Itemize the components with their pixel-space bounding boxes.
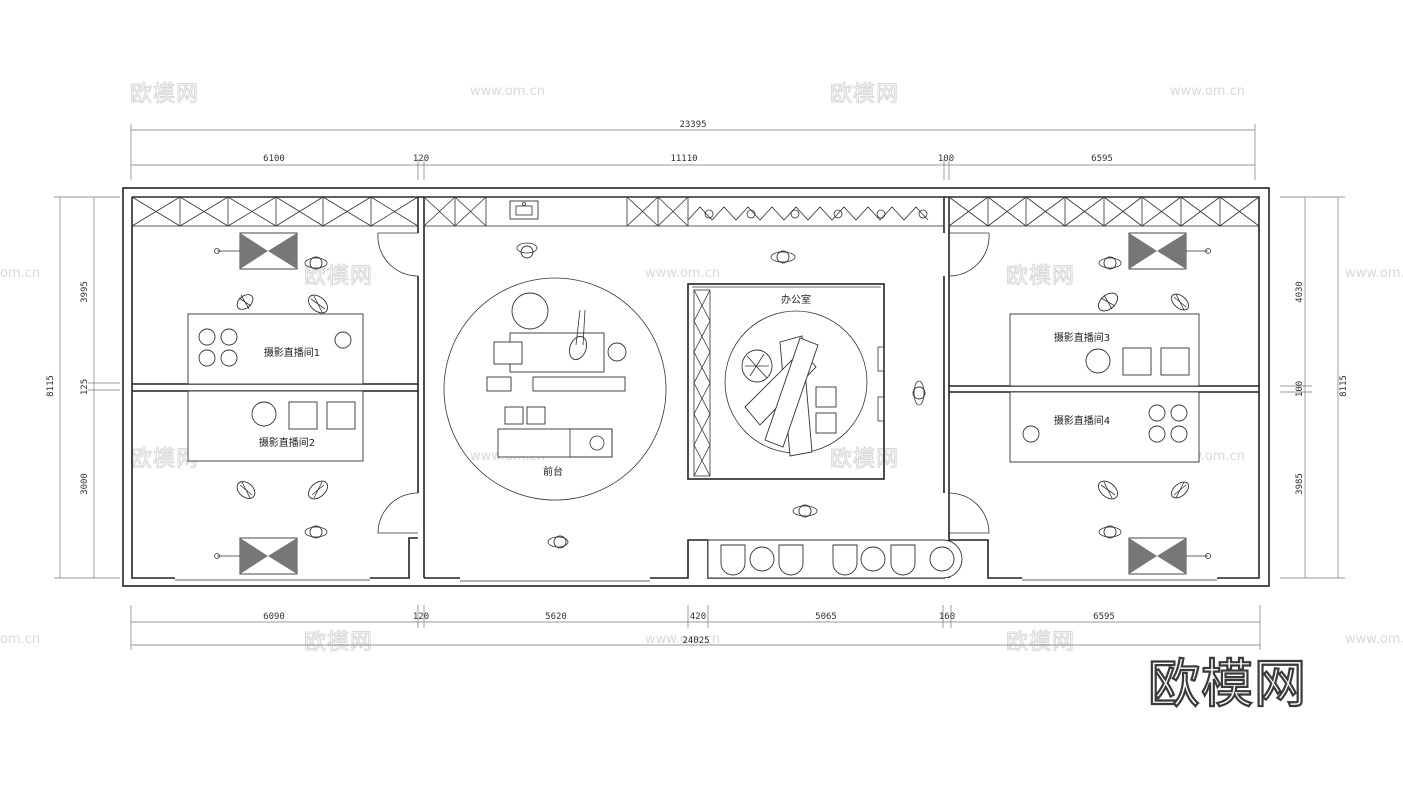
person-icon [792,504,818,518]
dim-top-seg: 120 [413,154,429,164]
watermark-logo: 欧模网 [830,82,899,107]
dim-right-seg: 4030 [1295,281,1305,303]
softbox-light-icon [214,537,298,575]
storage-cabinets [131,196,1260,227]
room-label-office: 办公室 [781,293,811,306]
dim-left-total: 8115 [46,375,56,397]
person-icon [1098,525,1122,539]
spotlight-icon [1097,480,1119,500]
watermark-url: www.om.cn [645,632,720,647]
watermark-layer: 欧模网 欧模网 欧模网 欧模网 欧模网 欧模网 欧模网 欧模网 www.om.c… [0,82,1403,656]
dimension-left: 8115 3995 125 3000 [46,196,120,579]
office-chair [741,349,773,383]
room-label-studio-4: 摄影直播间4 [1054,414,1110,427]
dim-left-seg: 3995 [80,281,90,303]
brand-watermark: 欧模网 [1147,654,1308,716]
watermark-logo: 欧模网 [1006,264,1075,289]
spotlight-icon [236,481,256,499]
room-label-studio-1: 摄影直播间1 [264,346,320,359]
spotlight-icon [1170,481,1190,499]
dim-bottom-seg: 120 [413,612,429,622]
lounge-seating [707,539,963,579]
person-icon [304,256,328,270]
spotlight-icon [307,480,329,500]
watermark-url: www.om.cn [1170,84,1245,99]
person-icon [770,250,796,264]
person-icon [568,309,588,361]
room-label-studio-3: 摄影直播间3 [1054,331,1110,344]
dim-bottom-seg: 160 [939,612,955,622]
person-icon [1098,256,1122,270]
dim-bottom-total: 24025 [682,636,709,646]
person-icon [516,242,538,259]
studio-1: 摄影直播间1 [187,232,364,385]
dim-top-seg: 6100 [263,154,285,164]
person-icon [304,525,328,539]
dimension-right: 8115 4030 100 3985 [1280,196,1349,579]
reception-area: 前台 [443,242,667,549]
dim-top-total: 23395 [679,120,706,130]
watermark-url: om.cn [0,266,40,281]
dim-right-total: 8115 [1339,375,1349,397]
person-icon [912,380,926,406]
dimension-top: 23395 6100 120 11110 100 6595 [130,120,1256,180]
dim-bottom-seg: 6595 [1093,612,1115,622]
doors [377,232,990,534]
dimension-bottom: 6090 120 5620 420 5065 160 6595 24025 [130,605,1261,650]
watermark-url: www.om.cn [1345,266,1403,281]
room-label-reception: 前台 [543,465,563,478]
studio-3: 摄影直播间3 [1009,232,1211,387]
watermark-url: www.om.cn [470,84,545,99]
softbox-light-icon [1128,537,1211,575]
watermark-logo: 欧模网 [1006,630,1075,655]
office-desk [744,335,819,457]
dim-right-seg: 100 [1295,381,1305,397]
office-room: 办公室 [687,250,926,518]
room-label-studio-2: 摄影直播间2 [259,436,315,449]
watermark-logo: 欧模网 [130,447,199,472]
dim-top-seg: 6595 [1091,154,1113,164]
spotlight-icon [1170,293,1190,311]
dim-right-seg: 3985 [1295,473,1305,495]
dim-left-seg: 3000 [80,473,90,495]
softbox-light-icon [214,232,298,270]
studio-4: 摄影直播间4 [1009,391,1211,575]
softbox-light-icon [1128,232,1211,270]
dim-top-seg: 11110 [670,154,697,164]
dim-bottom-seg: 5065 [815,612,837,622]
spotlight-icon [307,294,329,314]
watermark-url: www.om.cn [645,266,720,281]
spotlight-icon [1097,292,1119,312]
watermark-logo: 欧模网 [830,447,899,472]
dim-bottom-seg: 420 [690,612,706,622]
watermark-url: om.cn [0,632,40,647]
dim-bottom-seg: 6090 [263,612,285,622]
watermark-url: www.om.cn [1345,632,1403,647]
dim-bottom-seg: 5620 [545,612,567,622]
watermark-logo: 欧模网 [304,630,373,655]
studio-2: 摄影直播间2 [187,390,364,575]
spotlight-icon [236,294,254,310]
dim-left-seg: 125 [80,379,90,395]
watermark-logo: 欧模网 [130,82,199,107]
dim-top-seg: 100 [938,154,954,164]
person-icon [547,535,569,549]
